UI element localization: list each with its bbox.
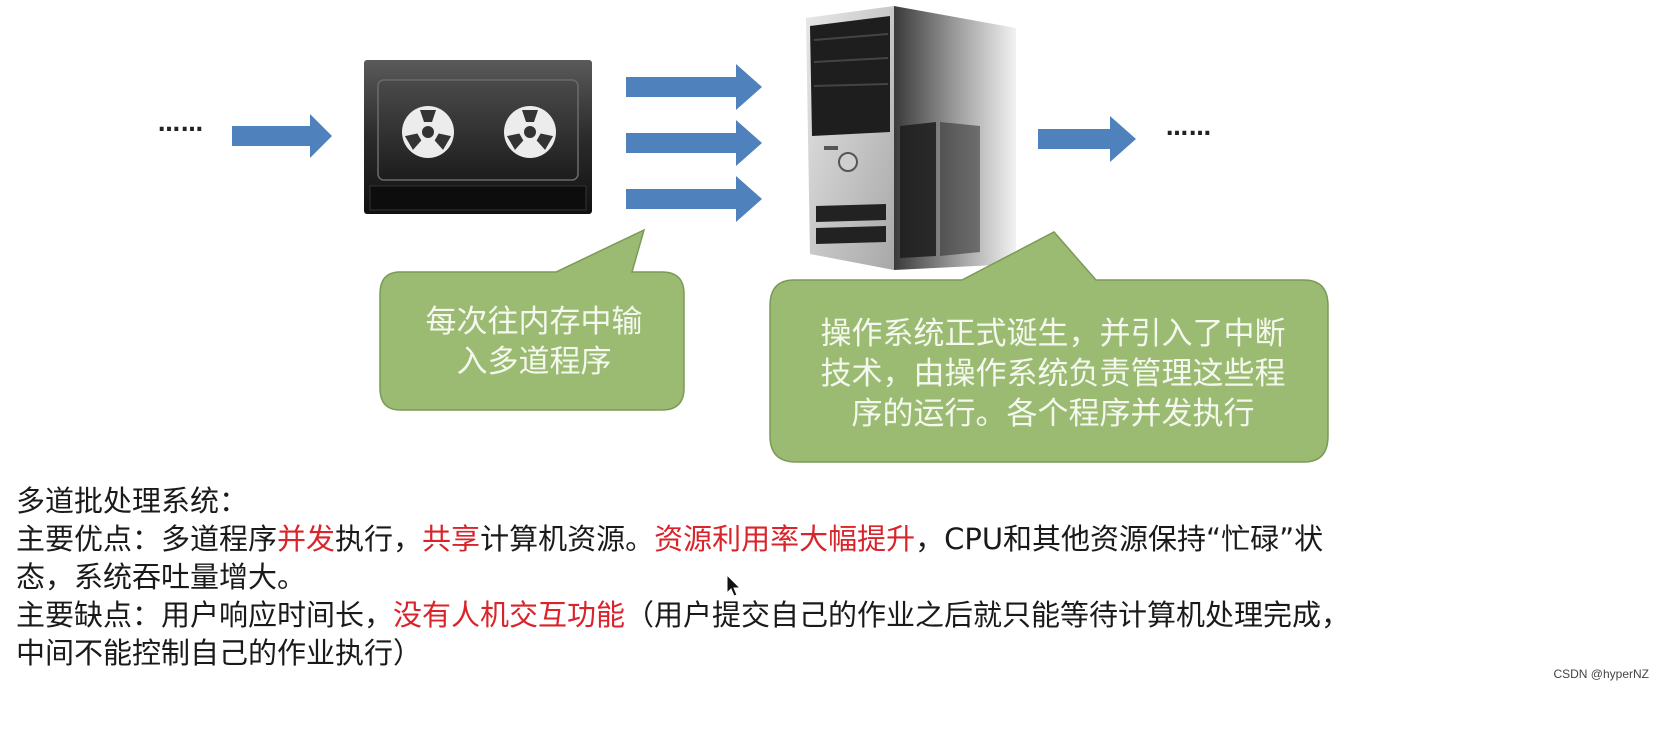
arrow-to-computer-3 [626, 176, 762, 222]
disadvantages-text-2: （用户提交自己的作业之后就只能等待计算机处理完成， [625, 598, 1351, 632]
highlight-no-interaction: 没有人机交互功能 [393, 598, 626, 632]
callout-right-line-1: 操作系统正式诞生，并引入了中断 [820, 316, 1286, 352]
callout-right-text: 操作系统正式诞生，并引入了中断 技术，由操作系统负责管理这些程 序的运行。各个程… [770, 314, 1336, 434]
highlight-shared: 共享 [422, 522, 481, 556]
mouse-cursor-icon [726, 574, 742, 597]
advantages-text-4: ，CPU和其他资源保持“忙碌”状 [915, 522, 1324, 556]
tape-drive-icon [364, 60, 592, 214]
diagram: …… [158, 6, 1336, 463]
callout-left-shape [379, 228, 685, 411]
advantages-label: 主要优点：多道程序 [16, 522, 278, 556]
ellipsis-right: …… [1166, 116, 1212, 141]
computer-tower-icon [806, 6, 1016, 270]
advantages-text-5: 态，系统吞吐量增大。 [16, 560, 307, 594]
advantages-paragraph: 主要优点：多道程序并发执行，共享计算机资源。资源利用率大幅提升，CPU和其他资源… [16, 520, 1666, 596]
ellipsis-left: …… [158, 112, 204, 137]
callout-right-line-3: 序的运行。各个程序并发执行 [851, 396, 1255, 432]
callout-right-line-2: 技术，由操作系统负责管理这些程 [820, 356, 1286, 392]
arrow-to-tape [232, 114, 332, 158]
callout-left-text: 每次往内存中输 入多道程序 [384, 302, 684, 382]
advantages-text-3: 计算机资源。 [480, 522, 655, 556]
disadvantages-paragraph: 主要缺点：用户响应时间长，没有人机交互功能（用户提交自己的作业之后就只能等待计算… [16, 596, 1666, 672]
notes: 多道批处理系统： 主要优点：多道程序并发执行，共享计算机资源。资源利用率大幅提升… [16, 482, 1666, 672]
watermark: CSDN @hyperNZ [1553, 667, 1649, 681]
disadvantages-label: 主要缺点：用户响应时间长， [16, 598, 394, 632]
arrow-to-computer-1 [626, 64, 762, 110]
highlight-concurrent: 并发 [277, 522, 336, 556]
callout-left-line-1: 每次往内存中输 [425, 304, 643, 340]
callout-left-line-2: 入多道程序 [456, 344, 612, 380]
arrow-to-computer-2 [626, 120, 762, 166]
notes-title: 多道批处理系统： [16, 484, 249, 518]
disadvantages-text-3: 中间不能控制自己的作业执行） [16, 636, 423, 670]
highlight-utilization: 资源利用率大幅提升 [654, 522, 916, 556]
callout-right-shape [769, 231, 1329, 463]
advantages-text-2: 执行， [335, 522, 423, 556]
arrow-to-output [1038, 116, 1136, 162]
